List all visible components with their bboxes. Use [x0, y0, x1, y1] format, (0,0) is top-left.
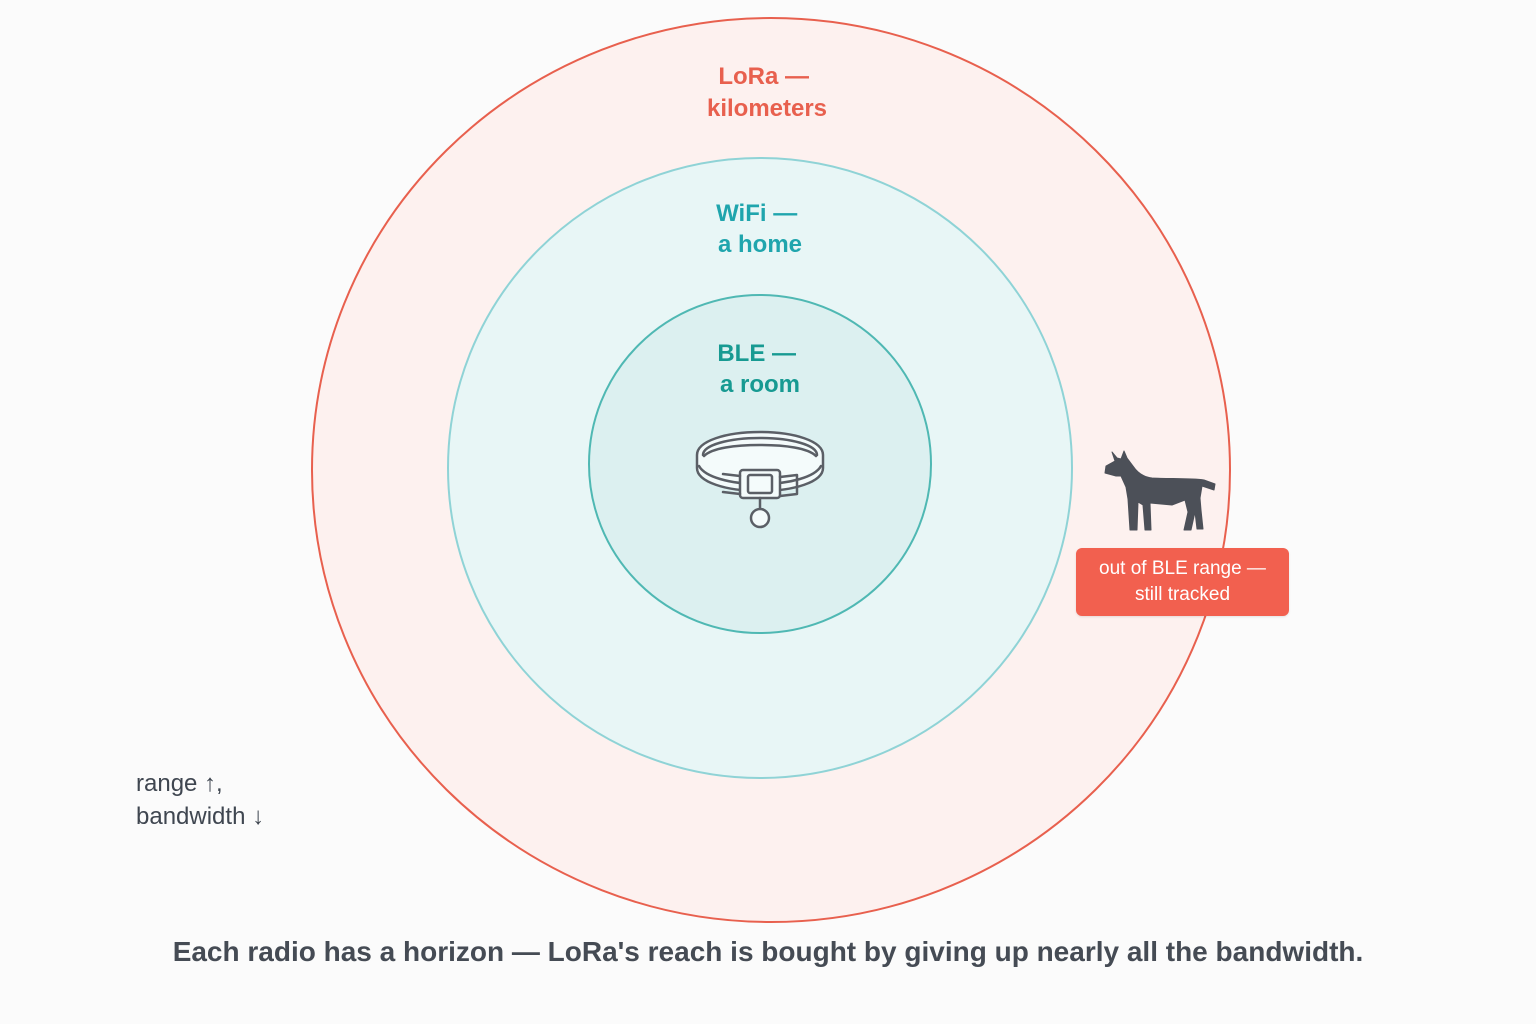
wifi-label-line2: a home	[718, 231, 802, 258]
tradeoff-note-line2: bandwidth ↓	[136, 803, 265, 830]
ble-label: BLE — a room	[717, 340, 802, 398]
ble-label-line1: BLE —	[717, 340, 796, 367]
tradeoff-note-line1: range ↑,	[136, 770, 223, 797]
wifi-label-line1: WiFi —	[716, 200, 797, 227]
status-badge-line2: still tracked	[1134, 584, 1231, 605]
status-badge-line1: out of BLE range —	[1099, 558, 1266, 579]
status-badge: out of BLE range — still tracked	[1076, 548, 1289, 616]
collar-icon	[695, 430, 825, 529]
tradeoff-note: range ↑, bandwidth ↓	[136, 767, 264, 833]
ble-label-line2: a room	[720, 371, 800, 398]
lora-label: LoRa — kilometers	[707, 63, 827, 122]
dog-icon	[1104, 450, 1216, 531]
diagram-caption: Each radio has a horizon — LoRa's reach …	[172, 936, 1364, 967]
lora-label-line2: kilometers	[707, 95, 827, 122]
lora-label-line1: LoRa —	[718, 63, 809, 90]
wifi-label: WiFi — a home	[716, 200, 804, 258]
